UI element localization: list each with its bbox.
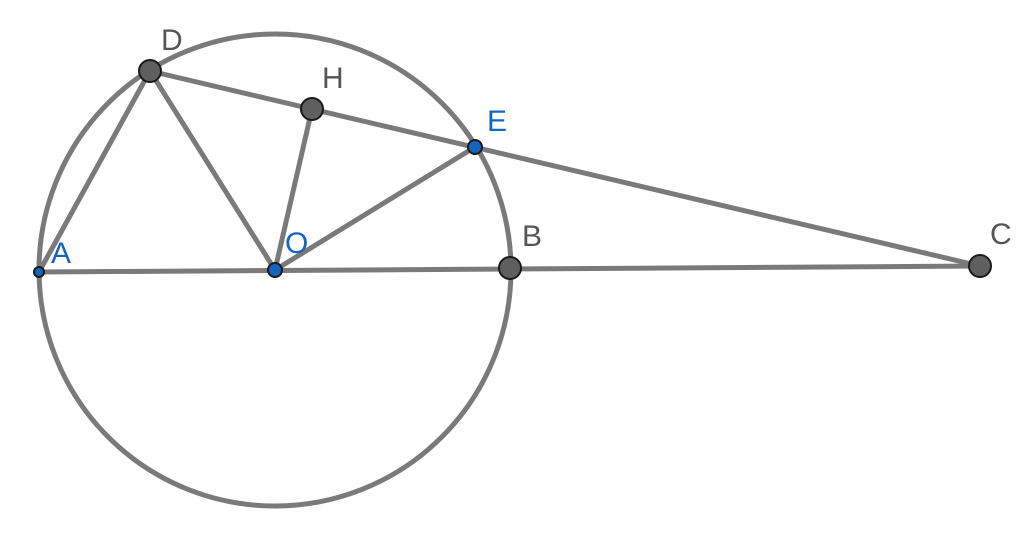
label-e: E <box>487 105 507 138</box>
label-o: O <box>285 227 308 260</box>
segment-dc <box>147 68 983 269</box>
label-c: C <box>990 218 1012 251</box>
point-o <box>267 262 283 278</box>
segment-oh <box>272 106 315 273</box>
label-b: B <box>522 220 542 253</box>
point-h <box>300 97 324 121</box>
point-d <box>138 59 162 83</box>
label-d: D <box>161 24 183 57</box>
point-b <box>498 256 522 280</box>
label-a: A <box>51 237 71 270</box>
segment-do <box>147 68 278 273</box>
point-e <box>467 139 483 155</box>
label-h: H <box>322 62 344 95</box>
point-c <box>968 254 992 278</box>
segment-oe <box>272 144 478 273</box>
segment-ad <box>36 68 153 275</box>
point-a <box>33 266 45 278</box>
